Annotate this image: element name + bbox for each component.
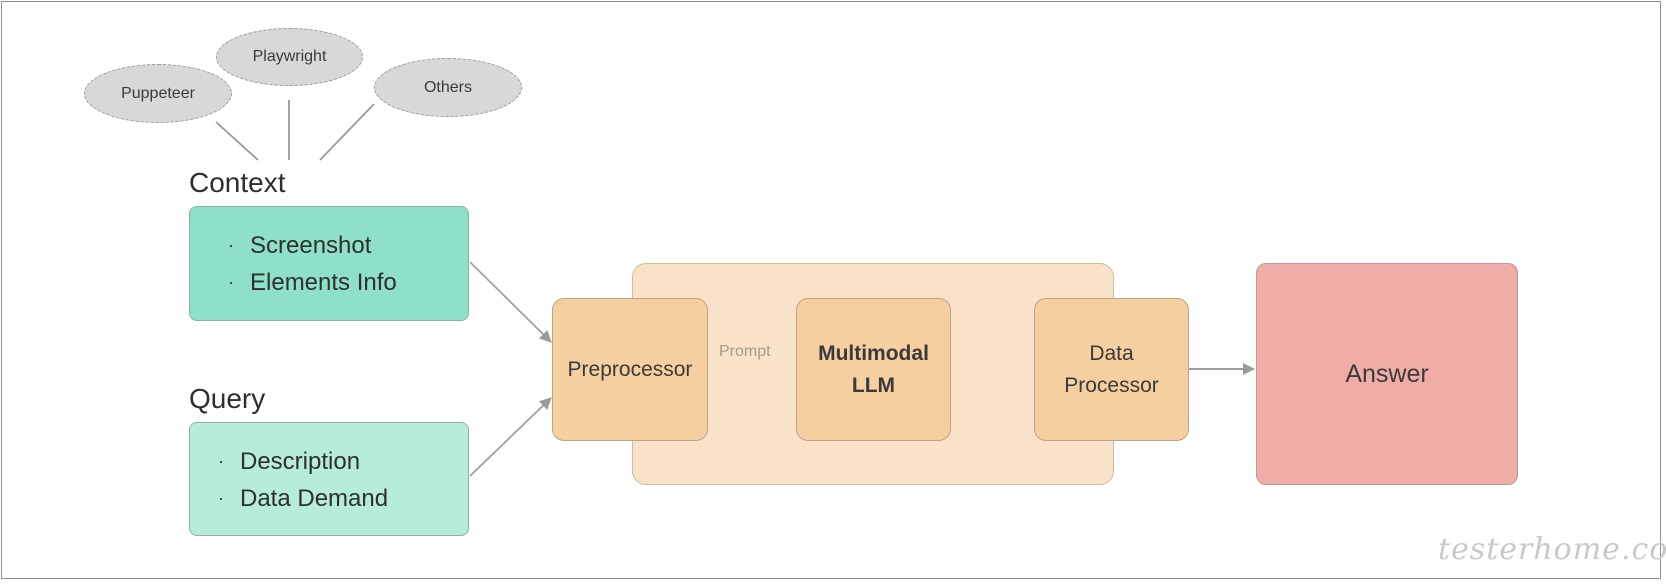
context-item: · Elements Info	[228, 264, 468, 301]
playwright-node: Playwright	[216, 28, 363, 86]
context-title: Context	[189, 167, 286, 198]
bullet-icon: ·	[218, 451, 224, 471]
playwright-label: Playwright	[252, 48, 327, 65]
llm-label-line2: LLM	[851, 373, 896, 397]
others-label: Others	[423, 78, 472, 96]
query-item-label: Description	[240, 447, 361, 475]
bullet-icon: ·	[228, 235, 234, 255]
preprocessor-label: Preprocessor	[567, 357, 693, 381]
query-to-preprocessor-arrow	[469, 397, 552, 477]
context-item-label: Screenshot	[250, 231, 372, 259]
query-box: · Description · Data Demand	[189, 422, 469, 536]
preprocessor-box: Preprocessor	[552, 298, 708, 441]
context-item: · Screenshot	[228, 227, 468, 264]
multimodal-llm-box: Multimodal LLM	[796, 298, 951, 441]
data-processor-box: Data Processor	[1034, 298, 1189, 441]
query-item: · Data Demand	[218, 480, 468, 517]
answer-box: Answer	[1256, 263, 1518, 485]
context-item-label: Elements Info	[250, 268, 397, 296]
query-title: Query	[189, 383, 266, 414]
others-connector	[319, 103, 375, 161]
processor-label-line1: Data	[1089, 341, 1134, 365]
answer-label: Answer	[1345, 359, 1429, 388]
query-item-label: Data Demand	[240, 484, 389, 512]
bullet-icon: ·	[218, 488, 224, 508]
prompt-label: Prompt	[719, 343, 771, 360]
watermark: testerhome.com	[1438, 532, 1666, 567]
query-item: · Description	[218, 443, 468, 480]
puppeteer-node: Puppeteer	[84, 64, 232, 123]
context-box: · Screenshot · Elements Info	[189, 206, 469, 321]
puppeteer-connector	[215, 121, 259, 161]
others-node: Others	[374, 58, 522, 117]
puppeteer-label: Puppeteer	[121, 84, 195, 102]
bullet-icon: ·	[228, 272, 234, 292]
context-to-preprocessor-arrow	[469, 261, 552, 343]
processor-label-line2: Processor	[1064, 373, 1159, 397]
llm-label-line1: Multimodal	[818, 341, 929, 365]
